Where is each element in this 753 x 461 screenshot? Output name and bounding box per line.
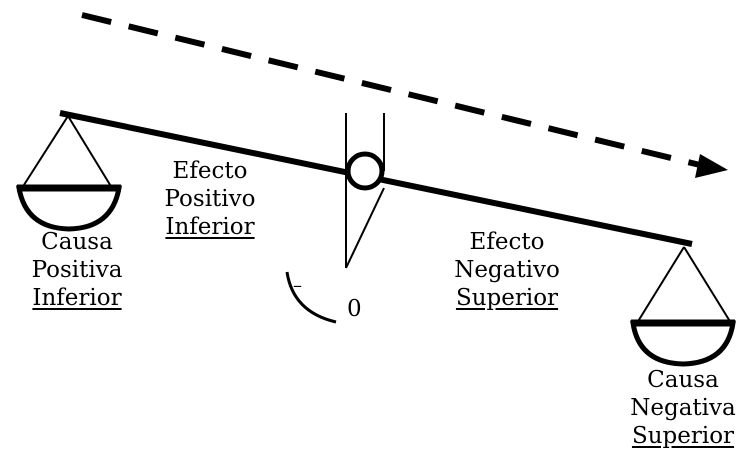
- right-arm-label-line1: Efecto: [469, 229, 545, 255]
- left-arm-label-line2: Positivo: [164, 186, 256, 212]
- left-pan-string-left: [21, 115, 69, 189]
- left-pan-label-line2: Positiva: [31, 257, 123, 283]
- right-arm-label-line2: Negativo: [454, 257, 560, 283]
- gauge-arc: [285, 271, 337, 324]
- left-arm-label: Efecto Positivo Inferior: [135, 157, 285, 241]
- gauge-zero-mark: 0: [347, 296, 362, 322]
- right-pan-label-line2: Negativa: [630, 395, 736, 421]
- left-pan-bowl: [16, 185, 122, 232]
- right-pan-string-right: [683, 246, 732, 324]
- right-pan-bowl: [630, 320, 736, 367]
- tilt-arrow-line: [81, 12, 701, 168]
- left-pan-string-right: [67, 115, 113, 189]
- right-pan-string-left: [636, 246, 685, 324]
- gauge-minus-mark: –: [293, 275, 302, 296]
- left-pan-label-line1: Causa: [41, 229, 113, 255]
- left-pan-label: Causa Positiva Inferior: [2, 228, 152, 312]
- left-pan-label-line3: Inferior: [32, 285, 122, 311]
- right-pan-label-line1: Causa: [647, 367, 719, 393]
- left-arm-label-line3: Inferior: [165, 214, 255, 240]
- left-arm-label-line1: Efecto: [172, 158, 248, 184]
- pivot-circle: [345, 151, 385, 191]
- tilt-arrow-head: [695, 154, 728, 178]
- pointer-needle: [345, 187, 385, 269]
- right-arm-label: Efecto Negativo Superior: [432, 228, 582, 312]
- right-pan-label-line3: Superior: [631, 423, 735, 449]
- right-arm-label-line3: Superior: [455, 285, 559, 311]
- right-pan-label: Causa Negativa Superior: [615, 366, 751, 450]
